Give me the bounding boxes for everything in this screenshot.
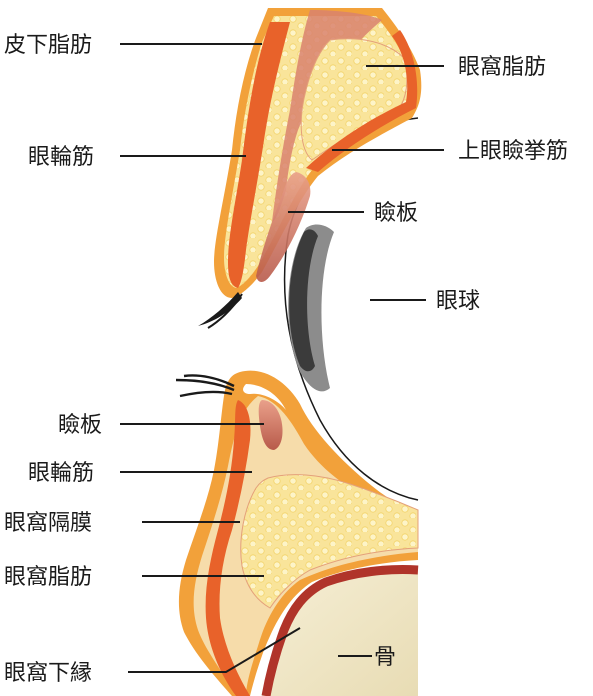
label-eyeball: 眼球 bbox=[436, 289, 480, 314]
label-tarsus-lower: 瞼板 bbox=[58, 413, 102, 438]
label-orbital-fat-lower: 眼窩脂肪 bbox=[4, 565, 92, 590]
leader-orbital-rim bbox=[128, 627, 301, 673]
lower-eyelash bbox=[175, 374, 235, 398]
leader-lines bbox=[120, 43, 444, 673]
label-subcutaneous-fat: 皮下脂肪 bbox=[4, 33, 92, 58]
iris-dark bbox=[289, 229, 318, 372]
upper-eyelid bbox=[198, 8, 422, 329]
lower-lid-margin bbox=[243, 384, 286, 410]
upper-tarsus-plate bbox=[256, 172, 311, 282]
label-orbital-rim: 眼窩下縁 bbox=[4, 661, 92, 686]
upper-orbicularis bbox=[228, 22, 290, 288]
bone-edge bbox=[261, 565, 419, 696]
upper-eyelash-2 bbox=[207, 293, 243, 329]
label-orbital-fat-upper: 眼窩脂肪 bbox=[458, 55, 546, 80]
eyeball-group bbox=[283, 117, 419, 501]
label-orbicularis-lower: 眼輪筋 bbox=[28, 461, 94, 486]
lower-tarsus-plate bbox=[258, 400, 283, 450]
labels: 皮下脂肪 眼窩脂肪 眼輪筋 上眼瞼挙筋 瞼板 眼球 瞼板 眼輪筋 眼窩隔膜 眼窩… bbox=[4, 33, 568, 686]
label-orbicularis-upper: 眼輪筋 bbox=[28, 145, 94, 170]
upper-eyelash bbox=[198, 292, 242, 326]
upper-levator bbox=[272, 10, 382, 222]
lower-orbital-fat bbox=[240, 474, 419, 609]
upper-muscle-arc bbox=[306, 30, 418, 172]
lower-orbicularis bbox=[205, 400, 251, 696]
label-levator: 上眼瞼挙筋 bbox=[458, 139, 568, 164]
label-bone: 骨 bbox=[374, 645, 396, 670]
label-tarsus-upper: 瞼板 bbox=[374, 201, 418, 226]
label-orbital-septum: 眼窩隔膜 bbox=[4, 511, 92, 536]
